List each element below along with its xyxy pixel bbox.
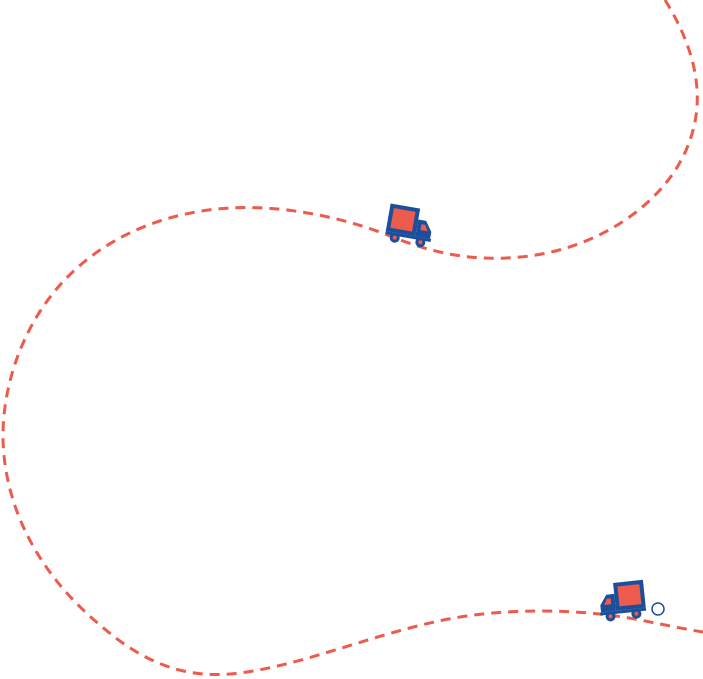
truck-icon [385, 203, 432, 248]
exhaust-puff-icon [651, 602, 665, 616]
truck-icon [600, 579, 647, 622]
